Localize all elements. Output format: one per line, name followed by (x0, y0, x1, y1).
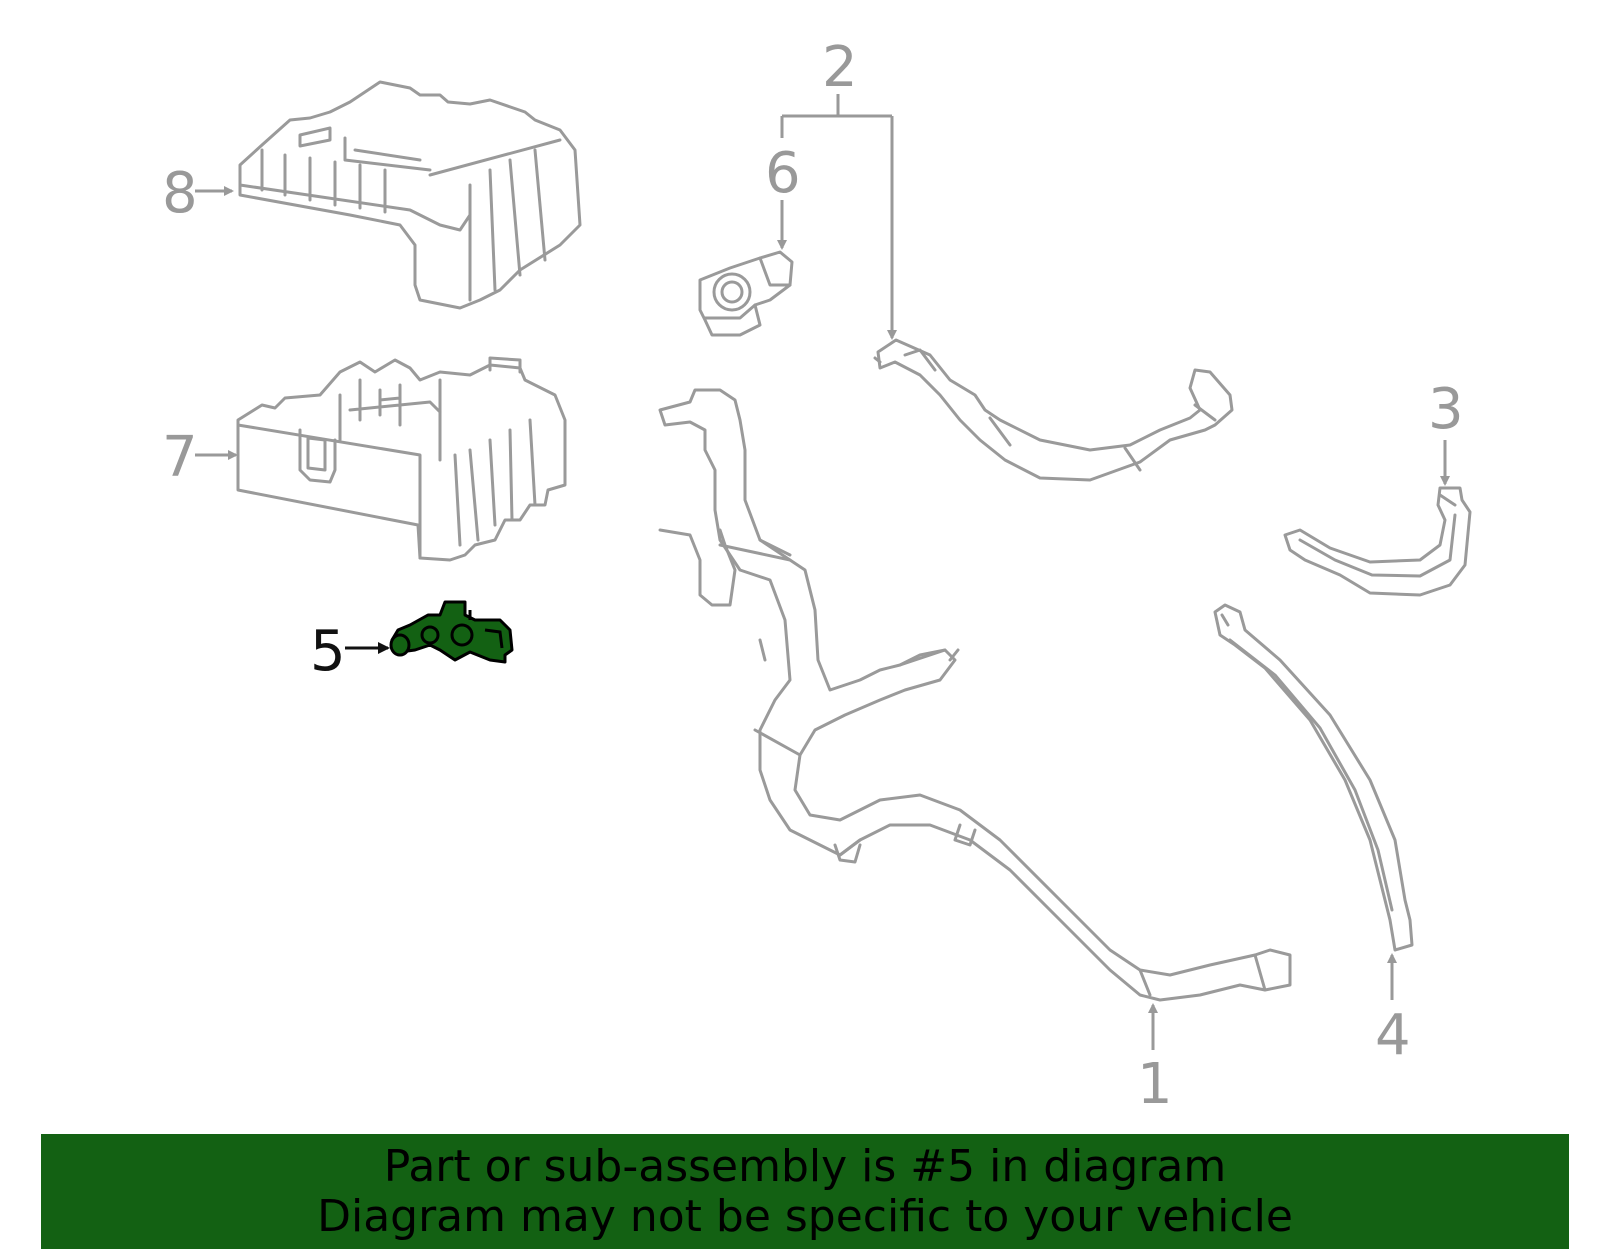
part-3-bracket (1283, 486, 1472, 597)
banner-line-2: Diagram may not be specific to your vehi… (317, 1191, 1293, 1242)
callout-3: 3 (1428, 377, 1464, 442)
callout-4: 4 (1375, 1003, 1411, 1068)
part-2-cable (873, 338, 1234, 482)
callout-7: 7 (162, 425, 198, 490)
parts-diagram: 8 7 5 6 2 3 4 1 (162, 35, 1472, 1117)
part-5-sensor (389, 600, 514, 664)
callout-1: 1 (1137, 1052, 1173, 1117)
callout-6: 6 (765, 141, 801, 206)
part-6-clip (698, 250, 794, 337)
leader-2 (780, 94, 892, 338)
banner-line-1: Part or sub-assembly is #5 in diagram (383, 1141, 1227, 1192)
part-4-strap (1213, 603, 1414, 952)
callout-5: 5 (310, 619, 346, 684)
info-banner: Part or sub-assembly is #5 in diagram Di… (41, 1134, 1569, 1249)
callout-8: 8 (162, 161, 198, 226)
callout-2: 2 (822, 35, 858, 100)
part-8-cover (238, 80, 582, 310)
part-1-cable (658, 388, 1292, 1002)
part-7-fuse-block (236, 356, 567, 562)
leader-lines (195, 94, 1450, 1050)
